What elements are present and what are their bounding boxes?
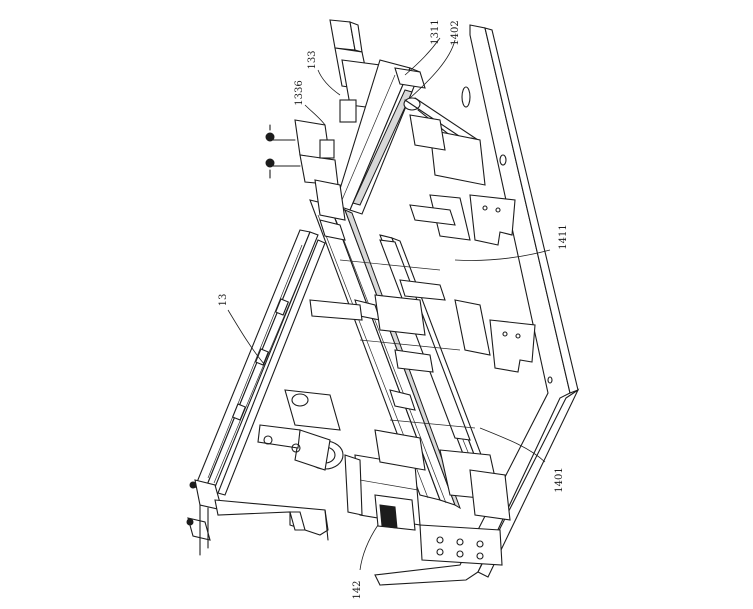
label-1401: 1401 — [554, 467, 565, 492]
belt-drive — [403, 97, 486, 186]
label-1336: 1336 — [294, 80, 305, 105]
middle-frame — [309, 204, 476, 441]
lower-carriage — [344, 429, 426, 531]
label-1402: 1402 — [450, 20, 461, 45]
label-142: 142 — [352, 580, 363, 599]
reference-numerals: 1311 1402 133 1336 13 1411 1401 142 — [218, 19, 569, 599]
label-1411: 1411 — [558, 224, 569, 249]
label-13: 13 — [218, 294, 229, 307]
label-133: 133 — [307, 50, 318, 69]
top-carriage — [265, 19, 426, 221]
leader-lines — [227, 37, 551, 571]
label-1311: 1311 — [430, 19, 441, 44]
rear-rail-frame — [186, 229, 329, 556]
drive-motor — [257, 389, 344, 471]
